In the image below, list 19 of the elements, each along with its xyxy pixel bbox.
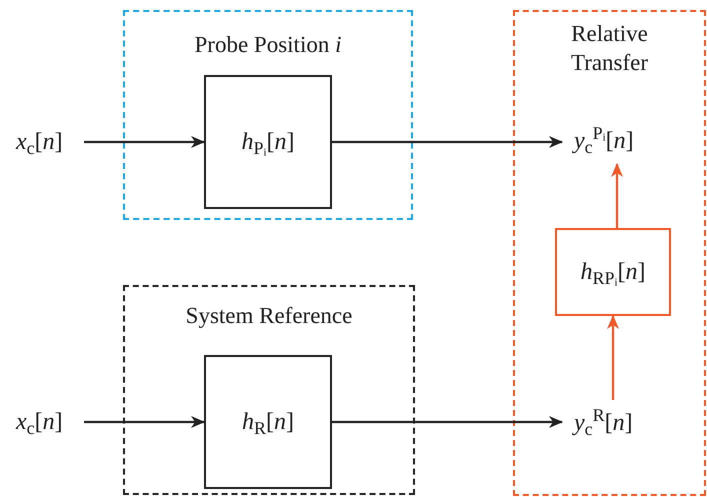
arrow bbox=[84, 416, 205, 428]
filter-block: h$_{RPᵢ}$[n] bbox=[555, 228, 671, 316]
signal-label: y$_{c}$$^{Pᵢ}$[n] bbox=[562, 118, 672, 164]
filter-block: h$_{R}$[n] bbox=[204, 355, 332, 489]
arrow bbox=[607, 315, 619, 400]
signal-label: y$_{c}$$^{R}$[n] bbox=[562, 400, 672, 446]
dashed-group-box bbox=[513, 10, 706, 496]
signal-label: x$_{c}$[n] bbox=[4, 400, 84, 444]
group-title: Relative Transfer bbox=[570, 20, 650, 77]
group-title: System Reference bbox=[186, 302, 352, 330]
dashed-group-box bbox=[123, 10, 413, 220]
filter-block: h$_{Pᵢ}$[n] bbox=[204, 75, 332, 209]
arrow bbox=[332, 416, 563, 428]
group-title: Probe Position i bbox=[194, 31, 342, 59]
arrow bbox=[332, 136, 563, 148]
dashed-group-box bbox=[123, 285, 415, 495]
signal-label: x$_{c}$[n] bbox=[4, 120, 84, 164]
arrow bbox=[84, 136, 205, 148]
arrow bbox=[611, 163, 623, 228]
